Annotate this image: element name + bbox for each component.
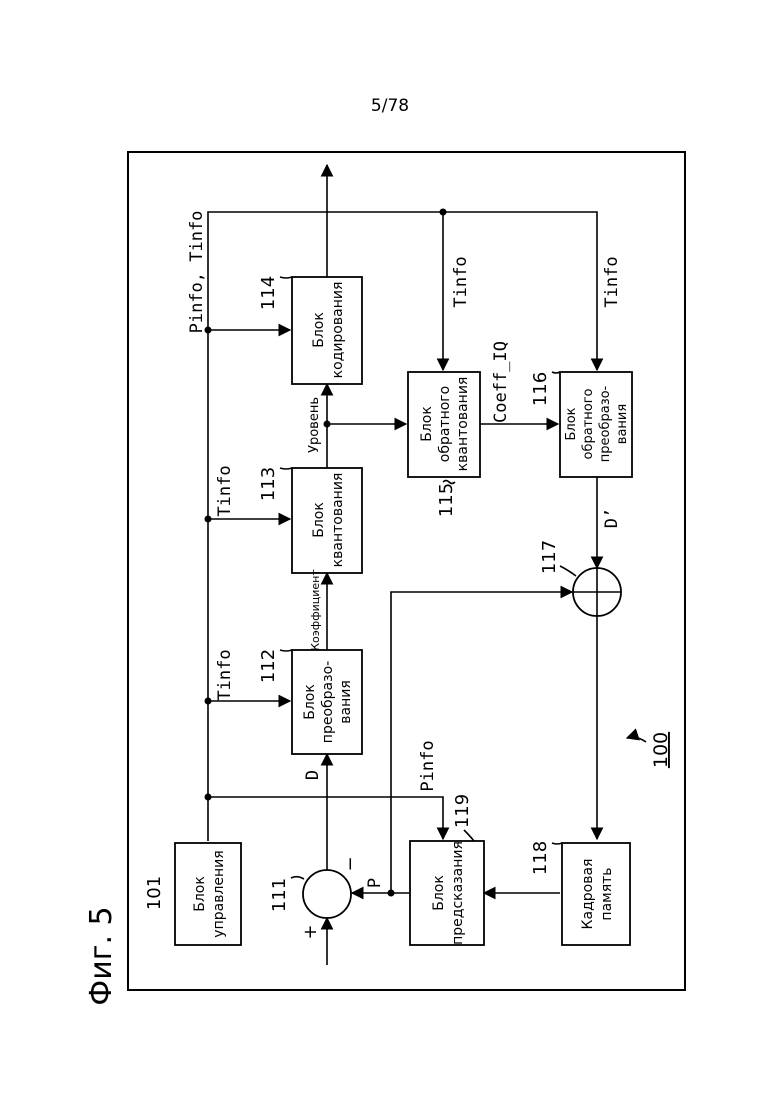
block-113-ref-leader — [280, 468, 292, 469]
svg-text:управления: управления — [211, 850, 227, 937]
label-level: Уровень — [307, 397, 322, 453]
adder-111-ref-leader — [291, 877, 304, 879]
svg-text:Блок: Блок — [192, 876, 208, 912]
svg-text:обратного: обратного — [437, 386, 453, 462]
svg-text:Блок: Блок — [311, 312, 327, 348]
device-ref-leader — [627, 737, 646, 742]
adder-117-ref-leader — [560, 566, 576, 576]
block-119-ref-leader — [464, 830, 474, 841]
svg-text:Блок: Блок — [431, 875, 447, 911]
label-pinfo-tinfo: Pinfo, Tinfo — [187, 211, 207, 334]
block-114-encode — [292, 277, 362, 384]
block-118-ref: 118 — [530, 841, 551, 875]
block-112-ref: 112 — [258, 649, 279, 683]
svg-text:обратного: обратного — [581, 388, 596, 459]
block-116-ref: 116 — [530, 372, 551, 406]
block-101-ref: 101 — [144, 876, 165, 910]
label-tinfo-113: Tinfo — [215, 465, 235, 516]
label-d-prime: D’ — [602, 508, 622, 528]
block-101-control — [175, 843, 241, 945]
block-119-prediction — [410, 841, 484, 945]
figure-label: Фиг. 5 — [84, 906, 119, 1005]
label-coefficient: Коэффициент — [309, 569, 322, 651]
block-116-ref-leader — [552, 372, 560, 373]
adder-111 — [303, 870, 351, 918]
svg-text:вания: вания — [615, 404, 630, 444]
adder-117-ref: 117 — [539, 540, 560, 574]
label-p: P — [365, 878, 385, 888]
svg-text:квантования: квантования — [330, 473, 346, 568]
wire-pinfo-119 — [208, 797, 443, 839]
svg-text:преобразо-: преобразо- — [598, 385, 613, 462]
svg-text:вания: вания — [338, 680, 354, 724]
block-114-ref-leader — [280, 277, 292, 278]
adder-111-minus: − — [340, 856, 361, 871]
label-d: D — [303, 770, 323, 780]
adder-111-plus: + — [300, 924, 321, 939]
svg-text:Блок: Блок — [311, 502, 327, 538]
svg-text:преобразо-: преобразо- — [320, 661, 336, 743]
svg-text:Кадровая: Кадровая — [580, 859, 596, 930]
label-tinfo-116: Tinfo — [602, 256, 622, 307]
block-115-ref: 115 — [436, 483, 457, 517]
svg-text:предсказания: предсказания — [450, 841, 466, 945]
device-ref: 100 — [650, 732, 672, 768]
page-number: 5/78 — [371, 96, 409, 116]
svg-text:квантования: квантования — [455, 377, 471, 472]
label-coeff-iq: Coeff_IQ — [491, 341, 511, 423]
label-tinfo-115: Tinfo — [451, 256, 471, 307]
svg-text:кодирования: кодирования — [330, 282, 346, 379]
block-114-ref: 114 — [258, 276, 279, 310]
block-113-quantize — [292, 468, 362, 573]
svg-text:Блок: Блок — [564, 407, 579, 440]
block-112-ref-leader — [280, 650, 292, 651]
adder-111-ref: 111 — [269, 878, 290, 912]
block-118-ref-leader — [552, 843, 562, 844]
label-tinfo-112: Tinfo — [215, 649, 235, 700]
label-pinfo-119: Pinfo — [418, 740, 438, 791]
block-119-ref: 119 — [452, 794, 473, 828]
svg-text:Блок: Блок — [302, 684, 318, 720]
block-118-frame-memory — [562, 843, 630, 945]
block-113-ref: 113 — [258, 467, 279, 501]
rotated-diagram: Фиг. 5 100 — [84, 152, 685, 1006]
svg-text:память: память — [599, 867, 615, 920]
svg-text:Блок: Блок — [419, 406, 435, 442]
